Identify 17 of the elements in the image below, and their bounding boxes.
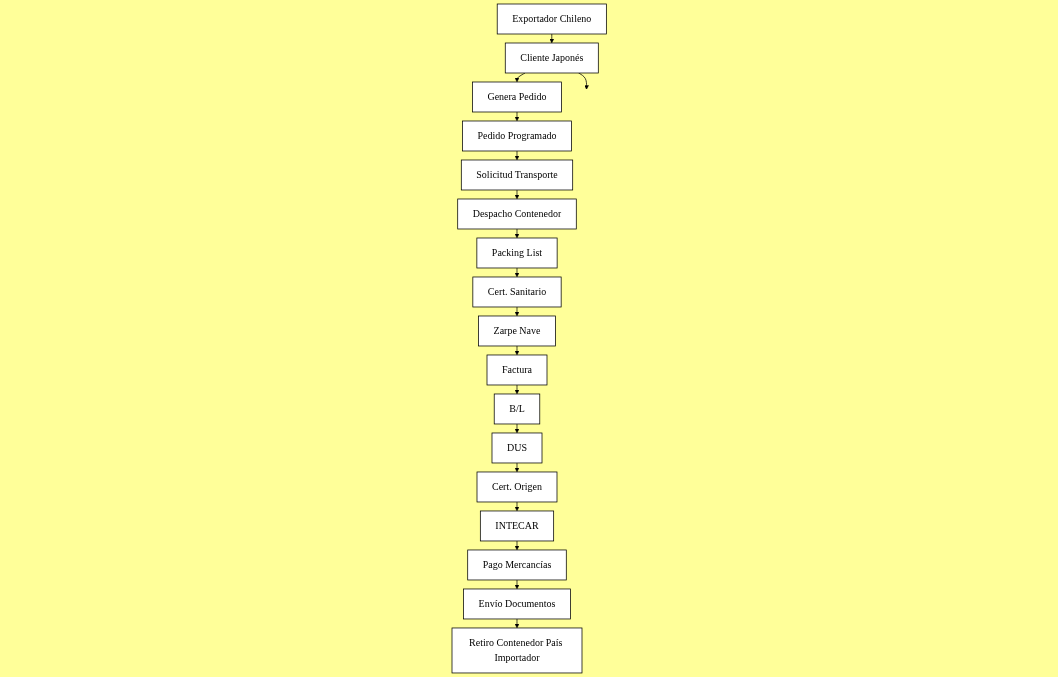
node-box: B/L [493,393,540,425]
node-box: Packing List [476,237,558,269]
node-box: Despacho Contenedor [457,198,577,230]
node-box: Cert. Origen [476,471,558,503]
node-box: Solicitud Transporte [460,159,573,191]
node-box: Retiro Contenedor País Importador [451,627,583,674]
node-box: Cert. Sanitario [472,276,562,308]
node-box: Cliente Japonés [504,42,599,74]
node-box: Factura [486,354,548,386]
node-box: Pago Mercancías [467,549,567,581]
node-box: DUS [491,432,543,464]
node-box: Exportador Chileno [496,3,607,35]
node-box: Genera Pedido [471,81,562,113]
node-box: Zarpe Nave [477,315,556,347]
node-box: Pedido Programado [461,120,572,152]
node-box: Envío Documentos [462,588,571,620]
node-box: INTECAR [479,510,554,542]
